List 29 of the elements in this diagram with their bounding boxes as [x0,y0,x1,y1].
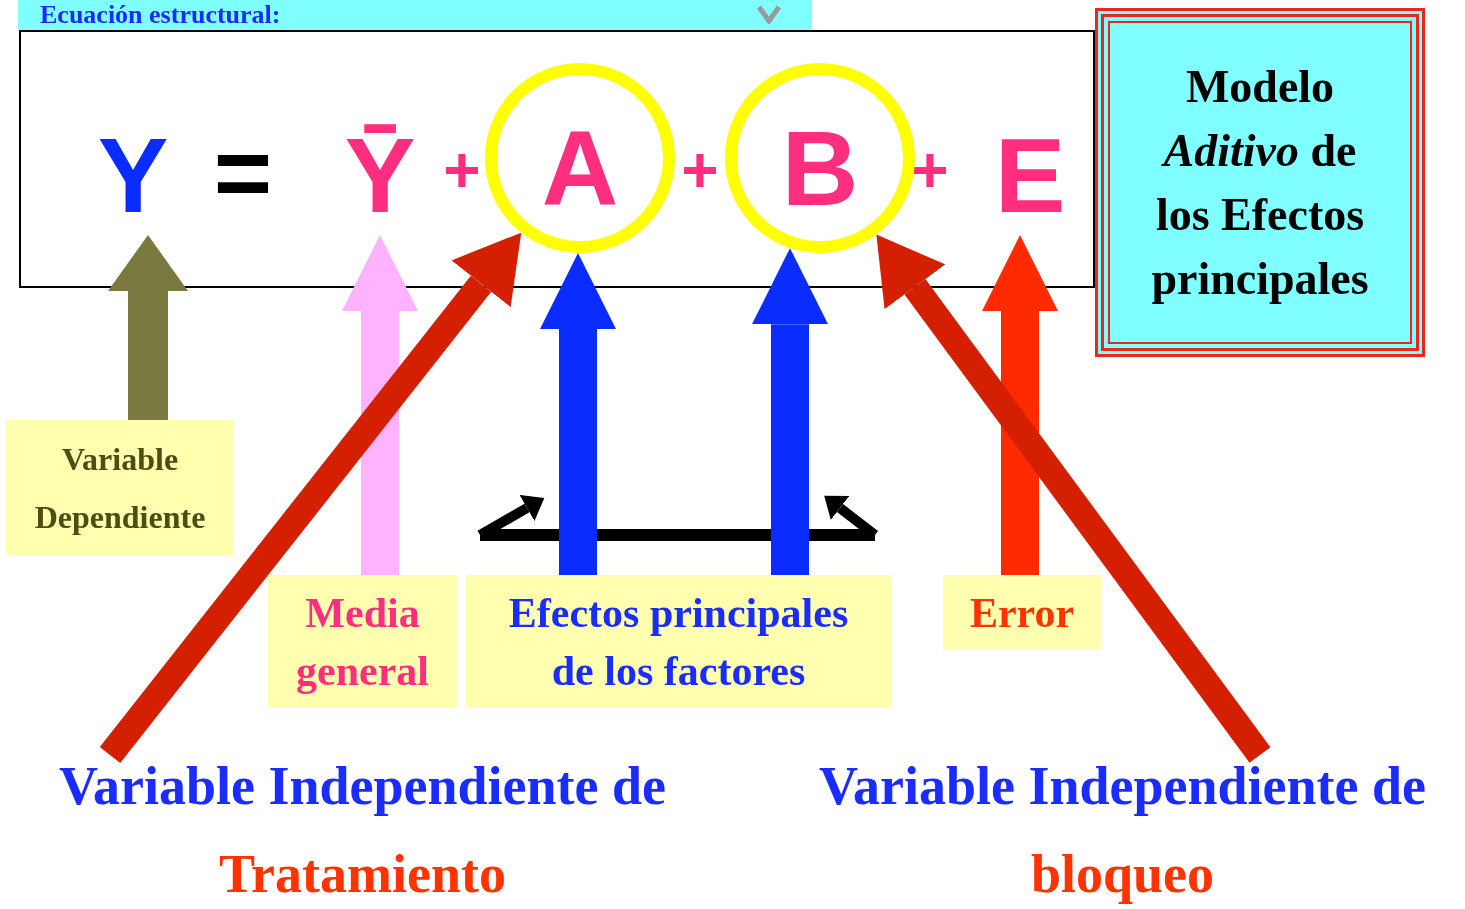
operator-sign: + [681,138,719,202]
label-text: Media general [295,588,430,696]
arrow [342,235,418,575]
arrow [540,253,616,575]
caption-text: Variable Independiente de Tratamiento [57,755,668,906]
label-text: Modelo Aditivo de los Efectos principales [1150,59,1370,306]
model-box [1095,8,1425,357]
label-text: Variable Dependiente [33,439,207,537]
label-text: Efectos principales de los factores [507,588,850,696]
arrow [876,234,1271,763]
arrow [99,232,522,764]
equation-term: E [994,122,1066,228]
equation-term: Y [97,122,169,228]
label-box [6,420,234,555]
label-box [943,575,1101,650]
label-box [268,575,457,708]
label-text: Error [969,588,1075,638]
arrow [108,235,188,420]
operator-sign: + [911,138,949,202]
equation-term: A [541,108,619,221]
operator-sign: + [443,138,481,202]
equation-frame [19,30,1095,288]
equation-term: B [781,108,859,221]
title: Ecuación estructural: [18,0,812,30]
label-box [466,575,891,708]
operator-sign: = [212,122,274,222]
arrow [982,235,1058,575]
caption-text: Variable Independiente de bloqueo [817,755,1428,906]
equation-term: Ȳ [344,122,416,228]
